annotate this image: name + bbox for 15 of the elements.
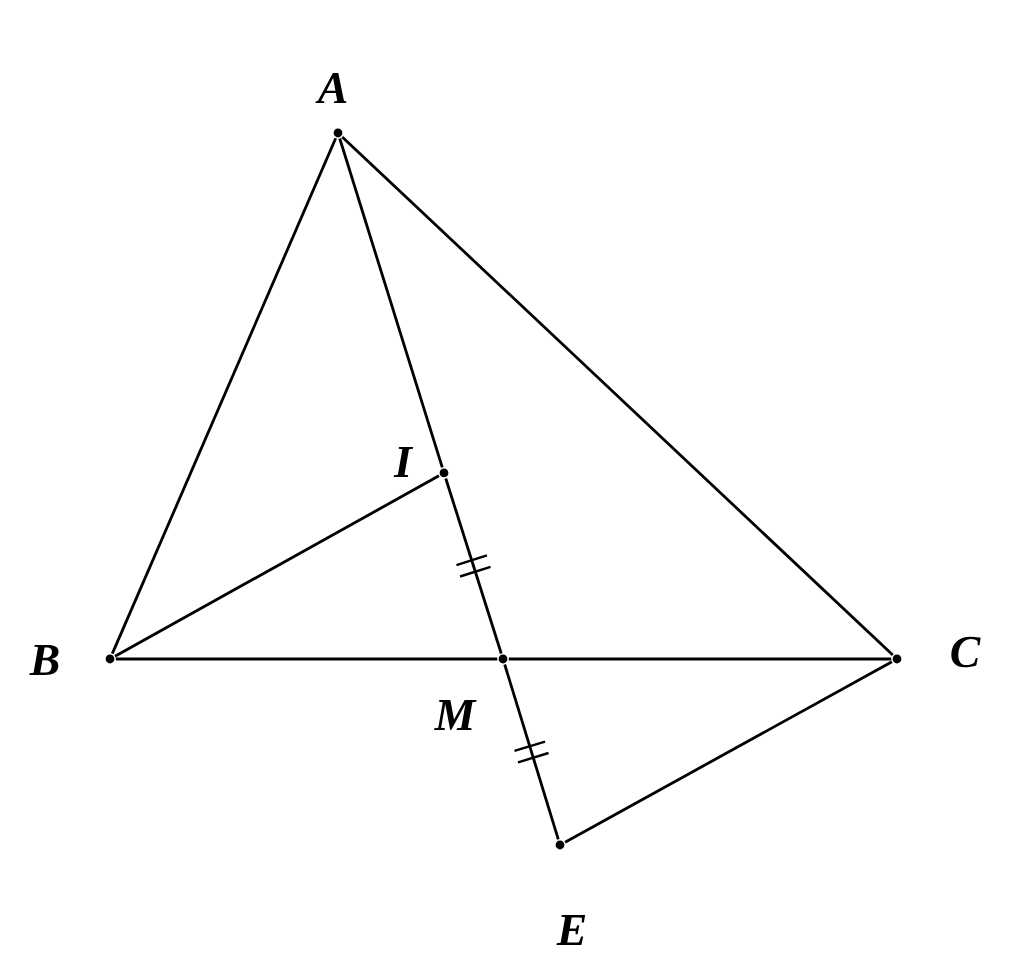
segment	[341, 135, 894, 657]
point-label: M	[434, 700, 477, 730]
point-label: E	[556, 915, 586, 945]
point-label: C	[951, 636, 981, 668]
point-label: B	[29, 644, 59, 675]
segment	[508, 657, 892, 661]
segment	[115, 657, 498, 661]
point-label: I	[393, 447, 414, 477]
segment	[444, 478, 503, 654]
segment	[564, 660, 893, 844]
segment	[114, 474, 440, 658]
segment	[111, 137, 337, 655]
segment	[338, 138, 444, 468]
segment	[503, 664, 560, 840]
point-label: A	[315, 72, 347, 104]
